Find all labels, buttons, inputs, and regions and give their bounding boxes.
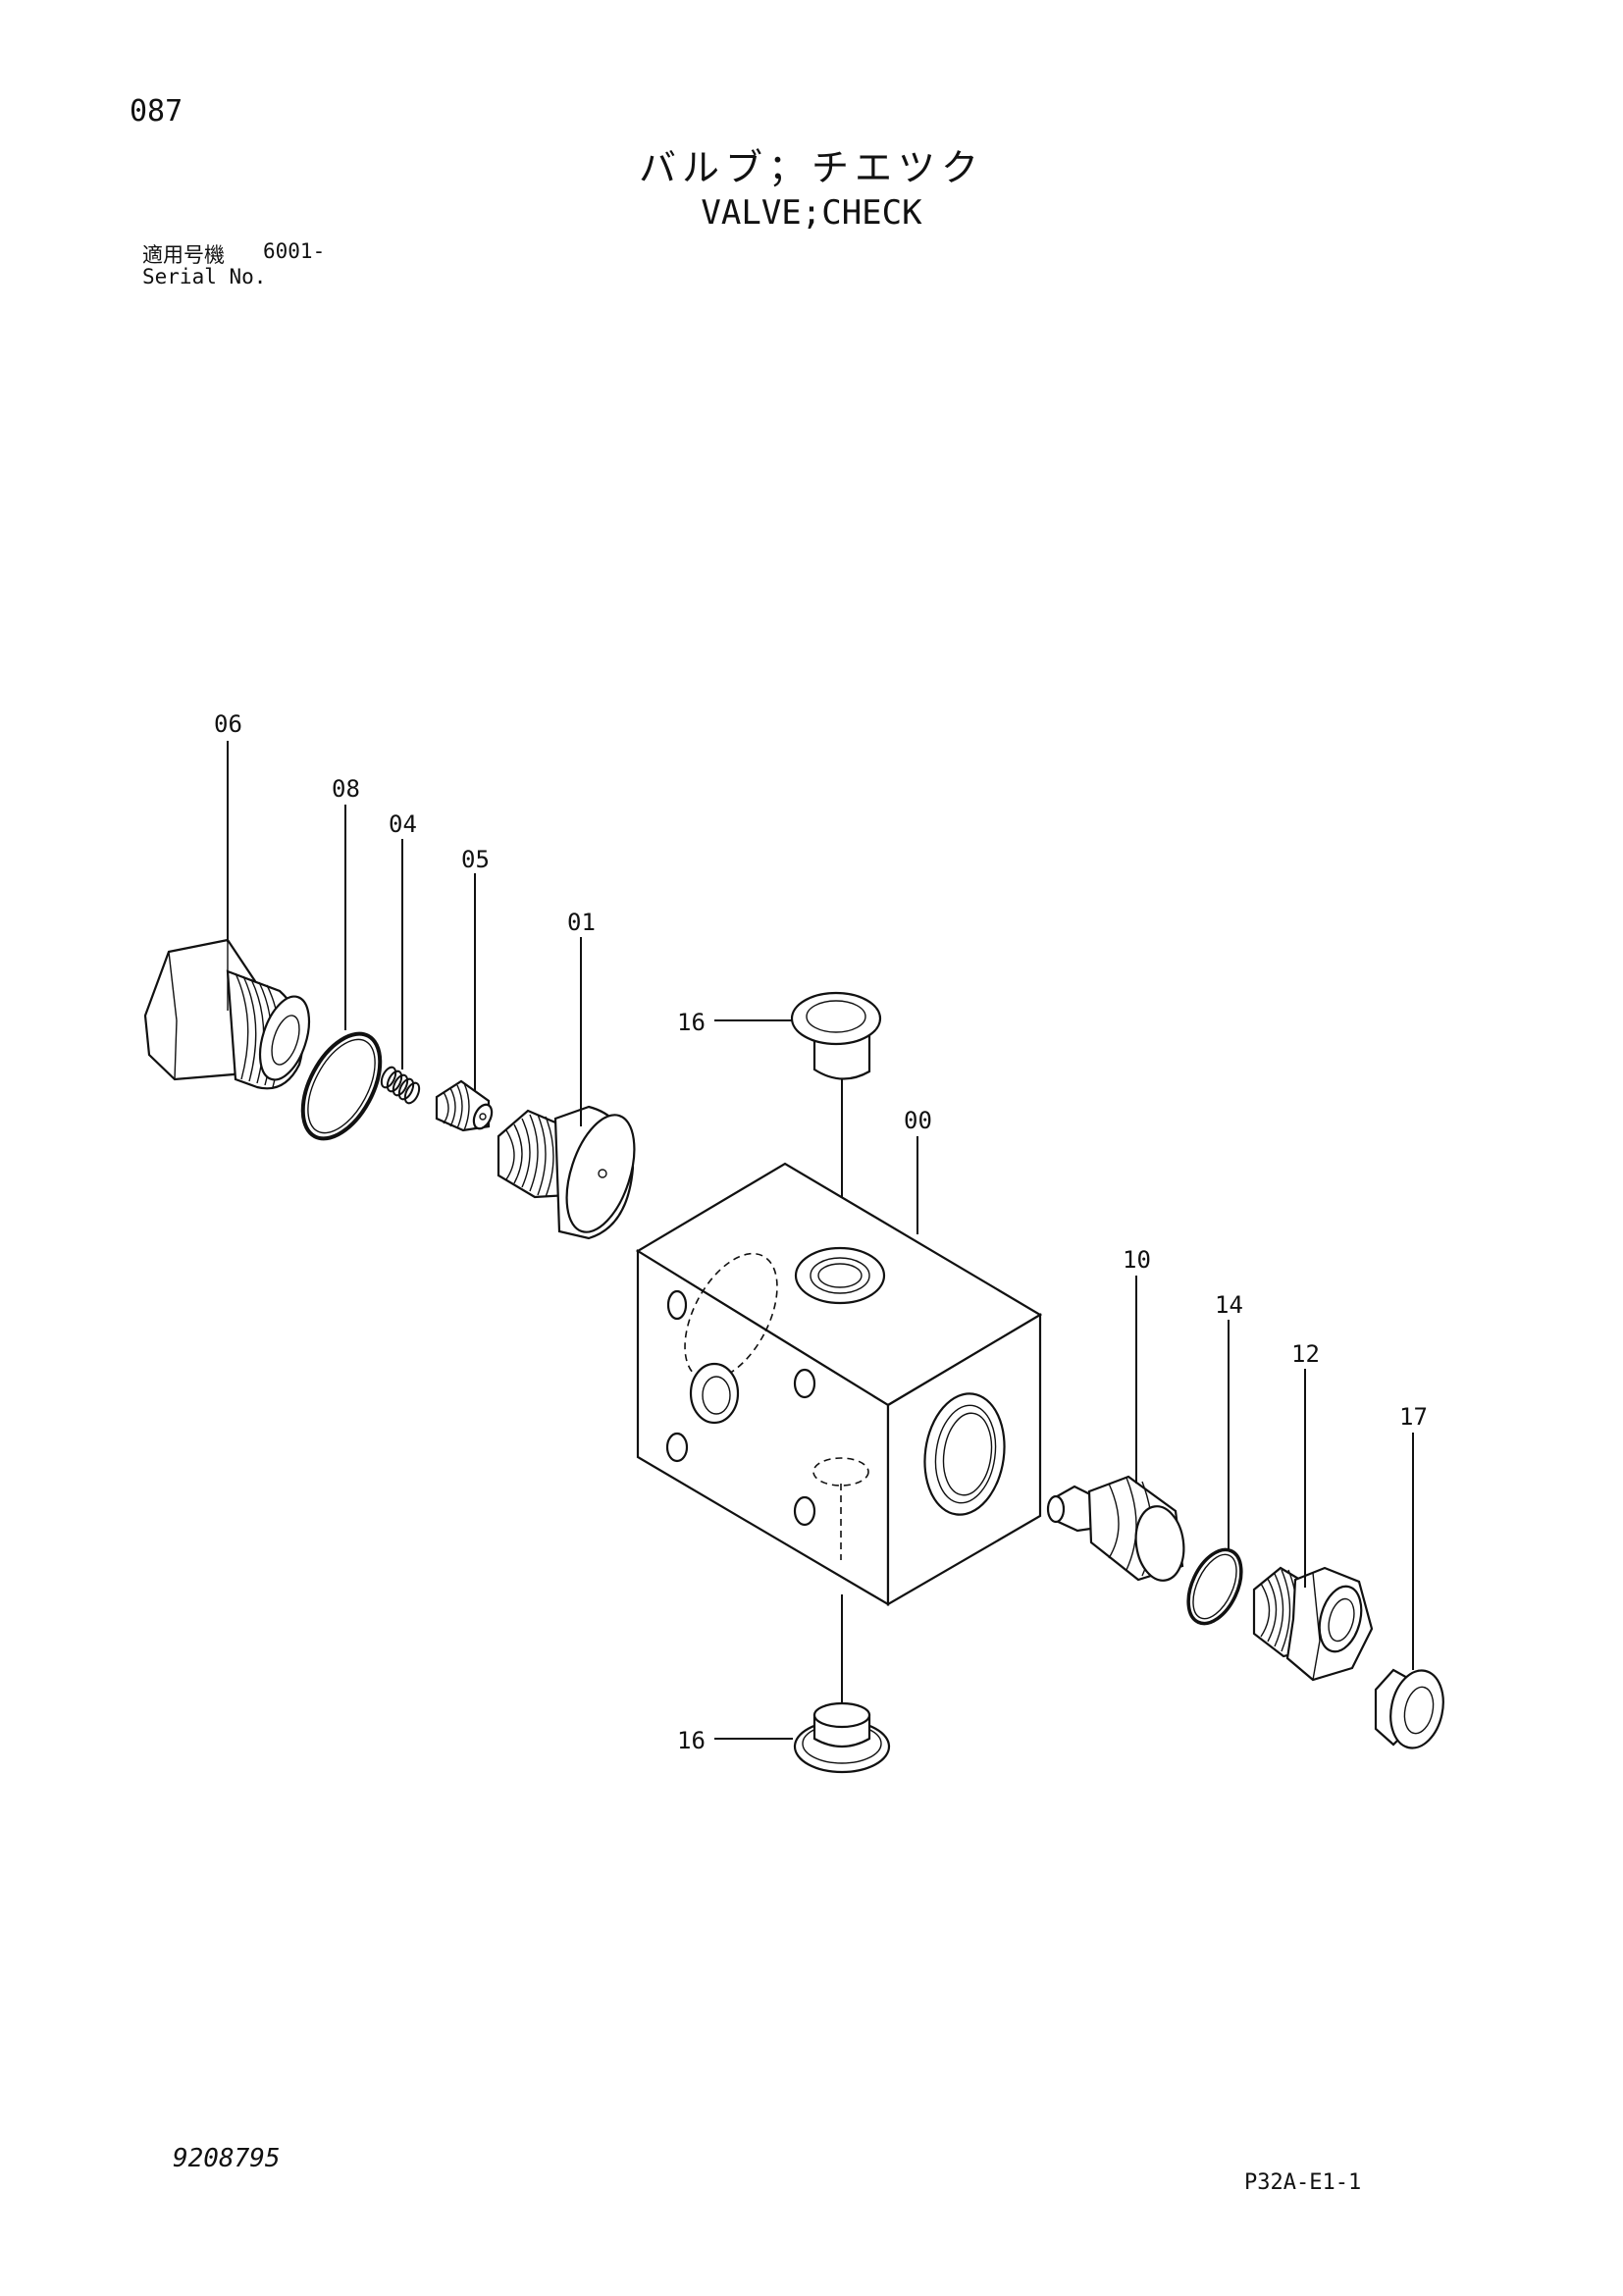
serial-label-japanese: 適用号機 [142, 243, 225, 267]
callout-14: 14 [1215, 1291, 1243, 1319]
adapter-part [1252, 1566, 1374, 1682]
title-english: VALVE;CHECK [701, 193, 922, 233]
spool-part [1046, 1475, 1185, 1582]
sheet-code: P32A-E1-1 [1244, 2170, 1362, 2195]
oring-large-part [300, 1031, 383, 1141]
callout-05: 05 [461, 846, 490, 873]
document-number: 9208795 [173, 2144, 281, 2173]
serial-value: 6001- [263, 239, 326, 263]
callout-10: 10 [1123, 1246, 1151, 1274]
callout-08: 08 [332, 775, 360, 803]
callout-16-bottom: 16 [677, 1727, 706, 1754]
cap-bottom-part [793, 1701, 891, 1774]
callout-12: 12 [1291, 1340, 1320, 1368]
callout-00: 00 [904, 1107, 932, 1134]
serial-label-english: Serial No. [142, 265, 267, 288]
cap-side-part [1374, 1668, 1444, 1749]
cap-top-part [790, 991, 882, 1080]
valve-body-part [635, 1162, 1043, 1606]
page-number: 087 [130, 94, 183, 129]
poppet-small-part [435, 1079, 494, 1132]
title-japanese: バルブ；チエツク [638, 146, 984, 189]
callout-01: 01 [567, 909, 596, 936]
callout-17: 17 [1399, 1403, 1428, 1431]
plug-large-part [143, 938, 311, 1090]
callout-16-top: 16 [677, 1009, 706, 1036]
oring-small-part [1186, 1547, 1243, 1626]
callout-04: 04 [389, 810, 417, 838]
callout-06: 06 [214, 710, 242, 738]
spring-part [380, 1066, 421, 1105]
poppet-large-part [497, 1105, 636, 1240]
